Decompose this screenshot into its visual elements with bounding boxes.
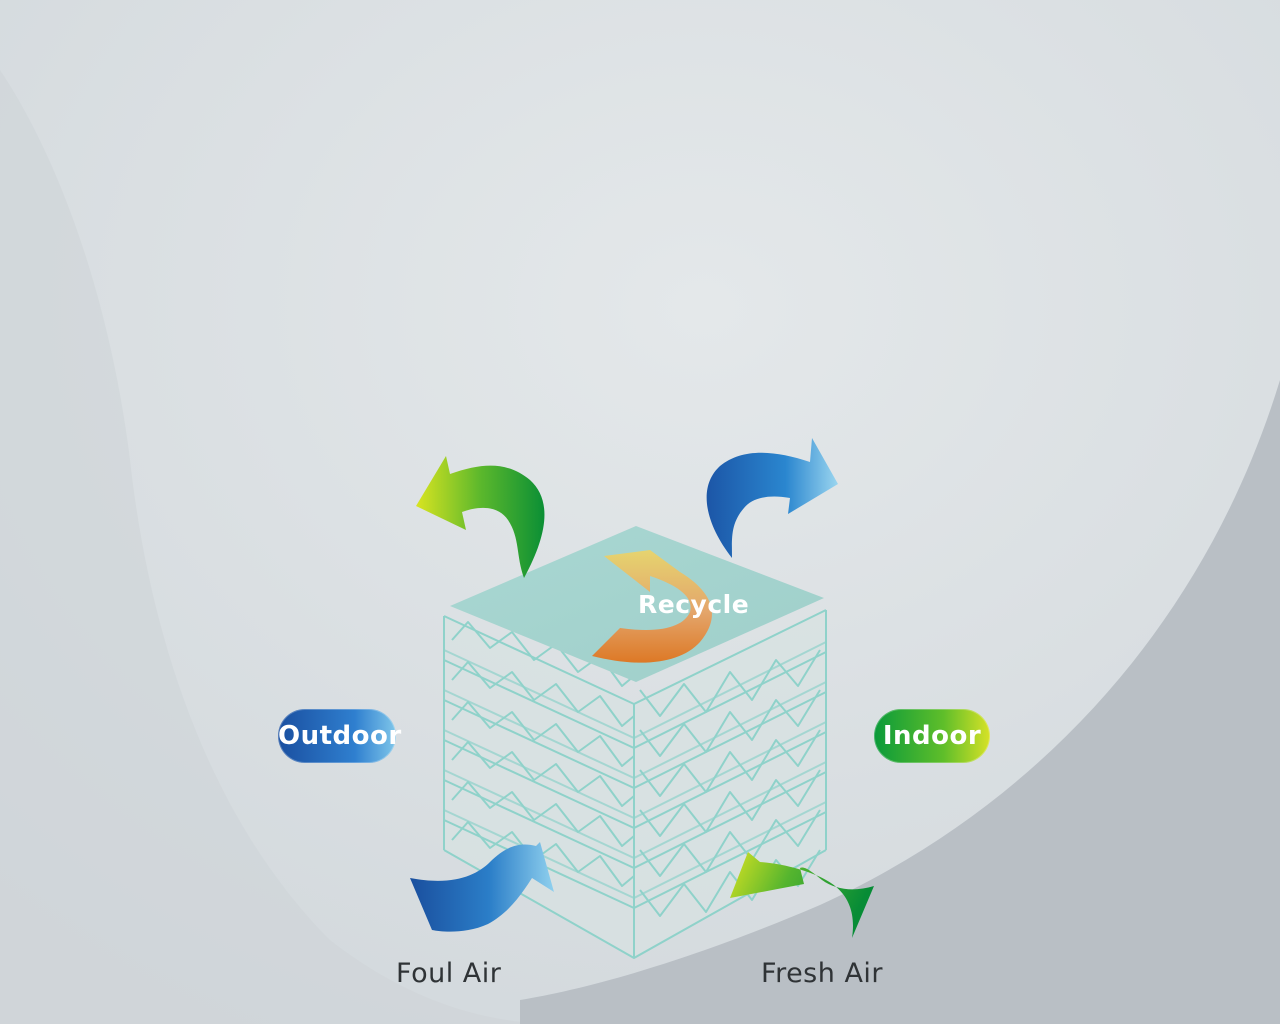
foul-air-arrow-icon xyxy=(410,842,554,932)
outdoor-label-pill: Outdoor xyxy=(278,709,401,763)
recycle-label: Recycle xyxy=(638,590,750,619)
core-top-plate xyxy=(450,526,824,682)
exhaust-arrow-icon xyxy=(416,456,545,578)
recycle-arrow-icon xyxy=(592,550,712,663)
indoor-label-pill: Indoor xyxy=(874,709,990,763)
indoor-label: Indoor xyxy=(882,721,982,751)
fresh-air-caption: Fresh Air xyxy=(761,958,884,989)
supply-arrow-icon xyxy=(706,438,838,558)
foul-air-caption: Foul Air xyxy=(396,958,502,989)
fresh-air-arrow-icon xyxy=(730,852,874,938)
outdoor-label: Outdoor xyxy=(278,721,402,751)
